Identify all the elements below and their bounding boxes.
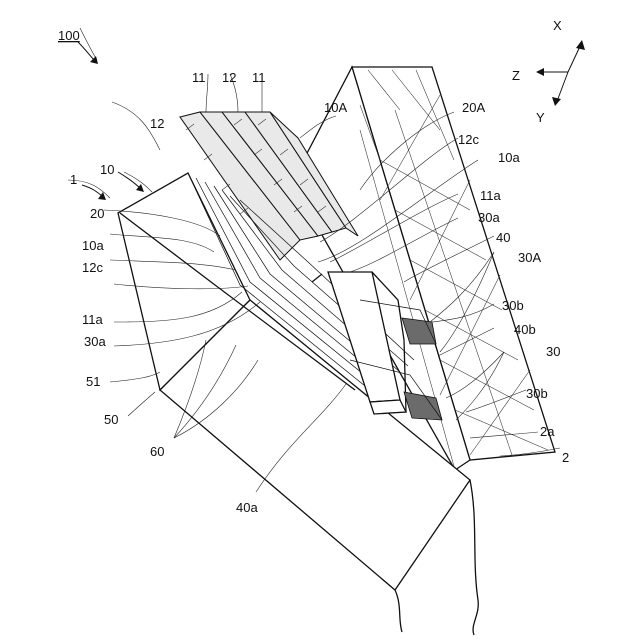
label-50: 50 — [104, 412, 118, 427]
label-axis-z: Z — [512, 68, 520, 83]
z-arrowhead — [536, 68, 544, 76]
label-100: 100 — [58, 28, 80, 43]
label-11a-right: 11a — [480, 188, 501, 203]
x-arrowhead — [576, 40, 585, 50]
label-10A: 10A — [324, 100, 347, 115]
label-2a: 2a — [540, 424, 555, 439]
label-30a-right: 30a — [478, 210, 500, 225]
label-12-left: 12 — [150, 116, 164, 131]
label-12c-left: 12c — [82, 260, 103, 275]
label-20A: 20A — [462, 100, 485, 115]
label-11a-left: 11a — [82, 312, 103, 327]
label-30b-a: 30b — [502, 298, 524, 313]
ref-arrow-10 — [118, 172, 144, 192]
label-10a-right: 10a — [498, 150, 520, 165]
ref-arrow-1 — [82, 185, 106, 200]
label-11-b: 11 — [252, 70, 266, 85]
label-2: 2 — [562, 450, 569, 465]
label-30a-left: 30a — [84, 334, 106, 349]
axis-triad — [536, 40, 585, 106]
label-12c-right: 12c — [458, 132, 479, 147]
label-axis-x: X — [553, 18, 562, 33]
label-10a-left: 10a — [82, 238, 104, 253]
label-10: 10 — [100, 162, 114, 177]
ref-arrow-100 — [78, 42, 98, 64]
label-60: 60 — [150, 444, 164, 459]
label-40: 40 — [496, 230, 510, 245]
label-20: 20 — [90, 206, 104, 221]
label-30A: 30A — [518, 250, 541, 265]
label-51: 51 — [86, 374, 100, 389]
label-30: 30 — [546, 344, 560, 359]
label-30b-b: 30b — [526, 386, 548, 401]
label-12-top: 12 — [222, 70, 236, 85]
label-40a: 40a — [236, 500, 258, 515]
label-axis-y: Y — [536, 110, 545, 125]
label-40b: 40b — [514, 322, 536, 337]
label-11-a: 11 — [192, 70, 206, 85]
label-1: 1 — [70, 172, 77, 187]
y-arrowhead — [552, 97, 561, 106]
